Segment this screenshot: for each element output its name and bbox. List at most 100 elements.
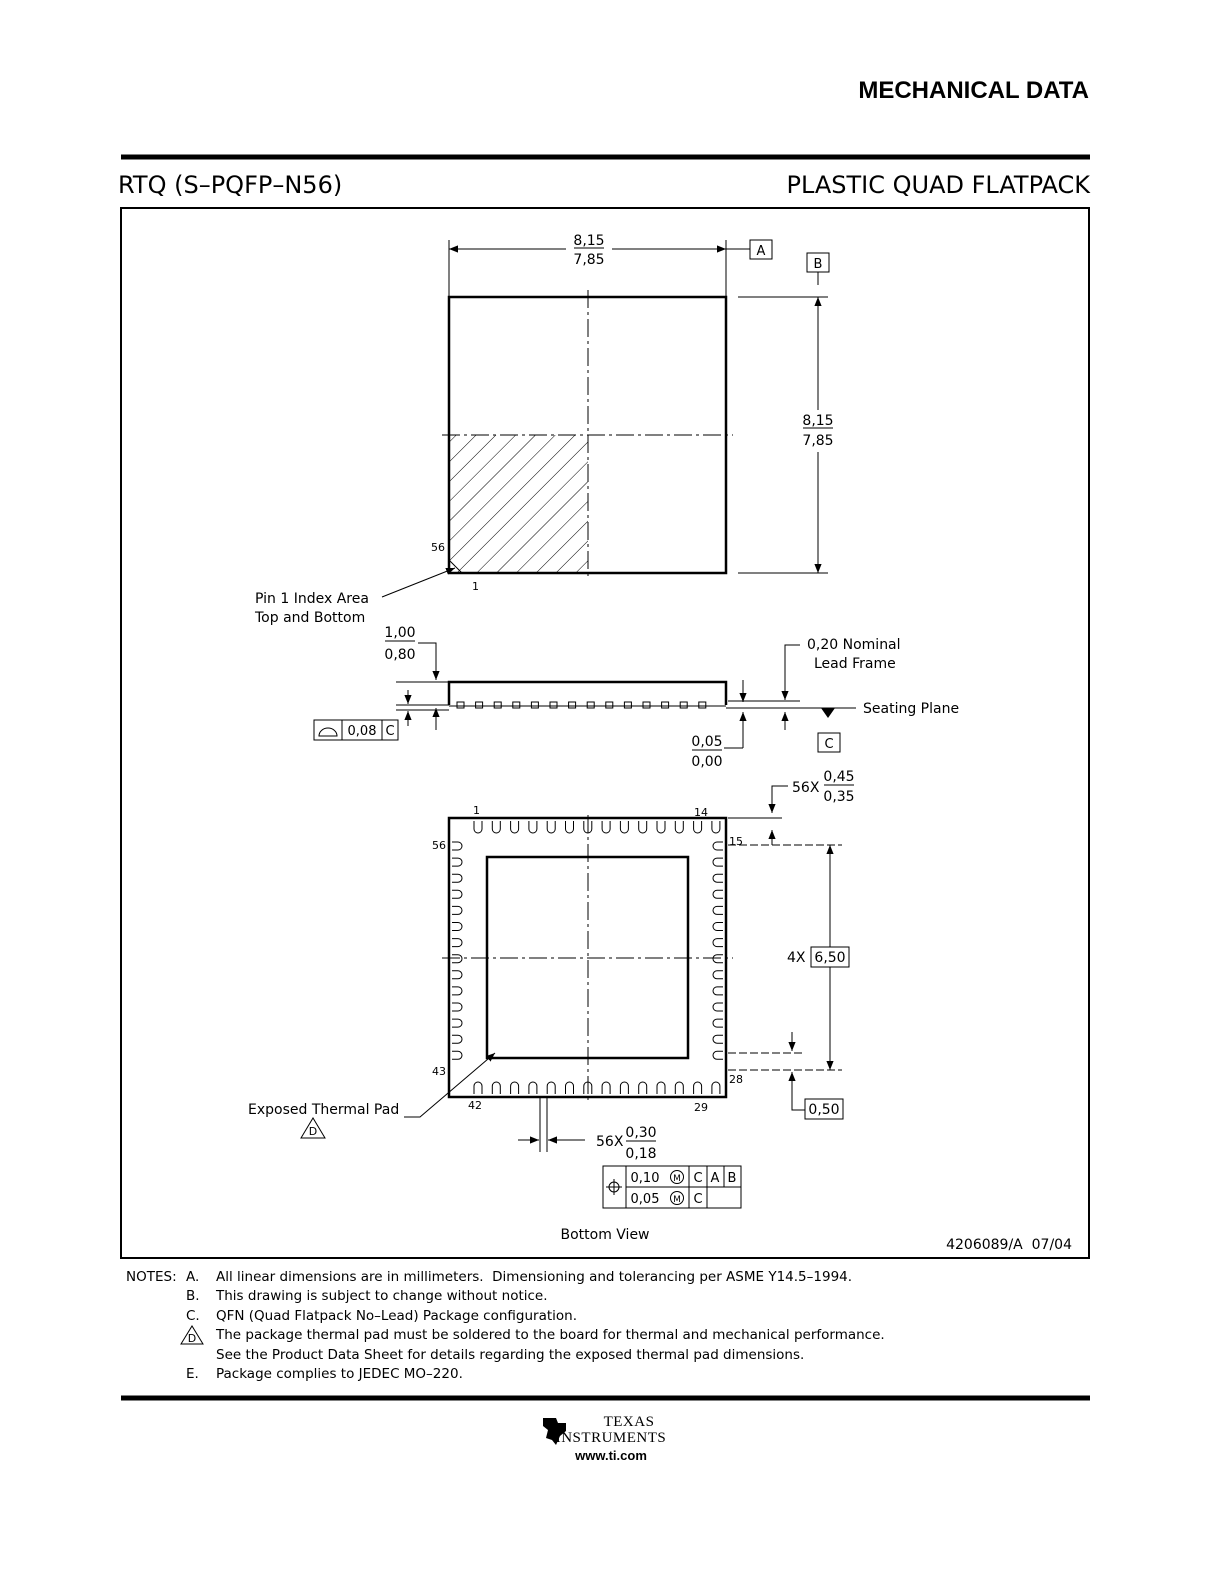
lead-pad: [712, 841, 723, 851]
top-pin-56: 56: [431, 541, 445, 554]
notes-section: NOTES: A. All linear dimensions are in m…: [126, 1268, 1126, 1384]
lead-pad: [452, 873, 463, 883]
bottom-pin-56: 56: [432, 839, 446, 852]
standoff-max: 0,05: [691, 734, 722, 750]
hatched-quadrant: [449, 435, 588, 573]
lead-pad: [546, 821, 556, 834]
side-profile: [447, 680, 728, 705]
mmc-icon-2: [670, 1191, 684, 1205]
lead-pad: [712, 922, 723, 931]
datum-c-box: [817, 732, 841, 753]
pitch-box: [804, 1098, 844, 1120]
pin1-leader: [381, 567, 456, 598]
side-view: 1,00 0,80 0,08 C 0,20 Nominal Lead Frame…: [313, 625, 959, 770]
brand-line2: INSTRUMENTS: [555, 1430, 667, 1446]
lead-pad: [510, 1081, 520, 1094]
note-text: QFN (Quad Flatpack No–Lead) Package conf…: [216, 1307, 578, 1324]
lead-frame-leader: [781, 644, 800, 700]
bottom-pin-1: 1: [473, 804, 480, 817]
pin1-index-mark: [448, 558, 464, 574]
side-lead: [586, 701, 595, 709]
lead-pad: [452, 841, 463, 851]
span-box: [810, 946, 850, 968]
lead-pad: [473, 821, 483, 834]
note-letter-d: D: [180, 1325, 216, 1345]
width-min: 7,85: [573, 252, 604, 268]
surface-profile-icon: [318, 727, 338, 737]
lead-pad: [712, 954, 723, 964]
lead-pad: [712, 1050, 723, 1060]
lead-pad: [452, 905, 463, 915]
svg-text:M: M: [673, 1195, 681, 1205]
tol-row1-datum-1: C: [693, 1171, 702, 1186]
lead-pad: [656, 821, 666, 834]
side-lead: [661, 701, 670, 709]
lead-pad: [452, 922, 463, 931]
tol-row2-datum-1: C: [693, 1192, 702, 1207]
lead-pad: [528, 1081, 538, 1094]
note-letter: B.: [186, 1288, 200, 1305]
top-pin-1: 1: [472, 580, 479, 593]
lead-pad: [712, 986, 723, 996]
mmc-icon: [670, 1170, 684, 1184]
top-view: 8,15 7,85 A B 8,15 7,85 56 1 Pin 1 Index…: [254, 232, 838, 626]
lead-pad: [473, 1081, 483, 1094]
lead-pad: [452, 889, 463, 899]
drawing-frame: [120, 207, 1090, 1259]
view-label: Bottom View: [560, 1227, 649, 1243]
svg-text:D: D: [188, 1332, 196, 1345]
datum-a: A: [757, 244, 766, 259]
ti-logo-icon: ti: [543, 1418, 566, 1445]
note-d-triangle-icon: [300, 1117, 326, 1139]
lead-pad: [712, 857, 723, 867]
lead-pad: [674, 821, 684, 834]
lead-pad: [452, 857, 463, 867]
bottom-pin-43: 43: [432, 1065, 446, 1078]
note-letter: C.: [186, 1307, 200, 1324]
lead-pad: [452, 1034, 463, 1044]
package-type: PLASTIC QUAD FLATPACK: [786, 171, 1091, 199]
note-text: The package thermal pad must be soldered…: [216, 1327, 885, 1344]
coplanarity-frame: [313, 719, 399, 741]
note-row-d: D The package thermal pad must be solder…: [126, 1325, 1126, 1345]
lead-pad: [712, 889, 723, 899]
lead-len-max: 0,30: [625, 1125, 656, 1141]
lead-pad: [452, 986, 463, 996]
side-lead: [530, 701, 539, 709]
span-qty: 4X: [787, 950, 806, 966]
thickness-leader-top: [418, 642, 440, 680]
note-text: See the Product Data Sheet for details r…: [216, 1346, 805, 1363]
lead-pad: [528, 821, 538, 834]
side-lead: [549, 701, 558, 709]
svg-text:M: M: [673, 1174, 681, 1184]
lead-pad: [712, 1018, 723, 1028]
footer-url[interactable]: www.ti.com: [575, 1448, 647, 1463]
tol-row2-value: 0,05: [631, 1192, 660, 1207]
lead-pad: [638, 821, 648, 834]
lead-frame-line1: 0,20 Nominal: [807, 637, 901, 653]
thickness-min: 0,80: [384, 647, 415, 663]
lead-pad: [712, 1034, 723, 1044]
lead-pad: [712, 1002, 723, 1012]
lead-pad: [452, 1050, 463, 1060]
side-lead: [456, 701, 465, 709]
coplanarity-value: 0,08: [348, 724, 377, 739]
side-lead: [475, 701, 484, 709]
lead-pad: [712, 970, 723, 980]
lead-pad: [601, 1081, 611, 1094]
lead-pad: [510, 821, 520, 834]
tol-row1-value: 0,10: [631, 1171, 660, 1186]
note-text: Package complies to JEDEC MO–220.: [216, 1366, 463, 1383]
lead-pad: [452, 938, 463, 948]
lead-pad: [712, 938, 723, 948]
lead-len-qty: 56X: [596, 1134, 624, 1150]
note-row-a: NOTES: A. All linear dimensions are in m…: [126, 1268, 1126, 1287]
side-lead: [568, 701, 577, 709]
thickness-max: 1,00: [384, 625, 415, 641]
standoff-min: 0,00: [691, 754, 722, 770]
section-title: MECHANICAL DATA: [858, 77, 1089, 104]
lead-pad: [693, 1081, 703, 1094]
height-max: 8,15: [802, 413, 833, 429]
side-lead: [698, 701, 707, 709]
lead-pad: [452, 1018, 463, 1028]
